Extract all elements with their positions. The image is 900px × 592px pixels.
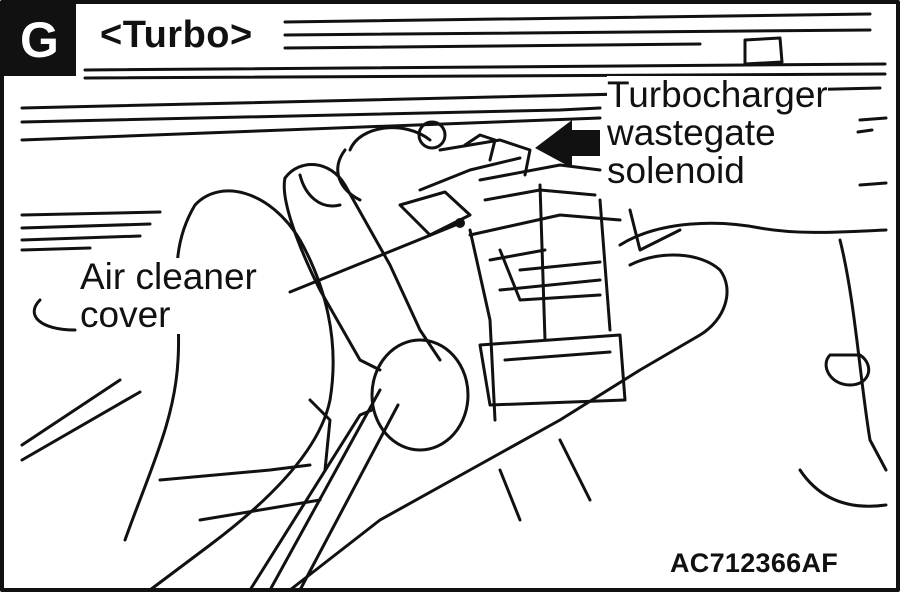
turbo-area — [398, 120, 682, 422]
hood-lines — [20, 12, 888, 187]
right-intake-hose — [288, 221, 888, 592]
lower-details — [158, 398, 592, 522]
figure-title: <Turbo> — [100, 14, 253, 57]
callout-line: solenoid — [607, 150, 745, 191]
callout-line: Air cleaner — [80, 256, 257, 297]
air-cleaner-leader-dot — [455, 218, 465, 228]
air-cleaner-cover-shape — [32, 189, 335, 592]
figure-id-code: AC712366AF — [670, 548, 839, 579]
callout-line: Turbocharger — [607, 74, 828, 115]
left-fender — [20, 210, 162, 462]
front-pipe — [248, 338, 470, 592]
intake-duct — [282, 126, 442, 372]
callout-air-cleaner-cover: Air cleaner cover — [80, 258, 257, 334]
callout-line: cover — [80, 294, 171, 335]
air-cleaner-leader-line — [288, 222, 460, 294]
callout-turbo-wastegate-solenoid: Turbocharger wastegate solenoid — [607, 76, 828, 190]
callout-line: wastegate — [607, 112, 776, 153]
solenoid-pointer-arrow — [535, 120, 600, 168]
section-badge: G — [3, 3, 76, 76]
